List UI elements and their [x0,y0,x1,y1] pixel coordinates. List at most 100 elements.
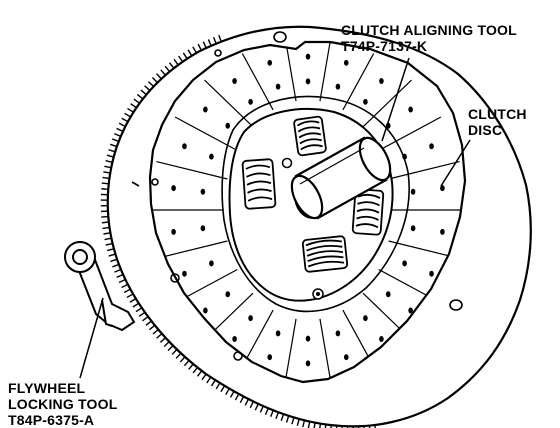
rivet-dot [209,260,214,267]
aligning-tool-front-end [290,174,324,220]
gear-tooth [159,337,166,343]
gear-tooth [270,410,274,418]
gear-tooth [160,69,166,76]
gear-tooth [138,311,146,317]
gear-tooth [129,298,137,303]
flywheel-bolt-hole [233,351,243,361]
dowel-pin [273,31,287,43]
clutch-disc-inner-edge [221,95,410,313]
gear-tooth [234,393,240,401]
gear-tooth [103,171,111,174]
rivet-dot [171,228,176,235]
rivet-dot [267,59,273,66]
gear-tooth [210,379,216,387]
clutch-disc-label-line2: DISC [468,122,503,138]
gear-tooth [121,117,129,123]
gear-tooth [201,373,207,381]
gear-tooth [259,405,264,413]
flywheel-bolt-hole [151,178,159,186]
gear-tooth [192,367,198,374]
rivet-dot [343,354,349,361]
gear-tooth [196,370,203,377]
rivet-dot [429,143,434,150]
rivet-dot [203,307,208,314]
rivet-dot [275,83,281,90]
leader-line-flywheel-tool [79,297,104,379]
gear-tooth [249,401,254,409]
rivet-dot [343,59,349,66]
gear-tooth [104,237,112,241]
flywheel-tool-label-line1: FLYWHEEL [8,380,86,396]
rivet-dot [305,360,311,367]
aligning-tool-shading [299,147,365,185]
gear-tooth [168,62,175,69]
rivet-dot [410,225,416,232]
gear-tooth [171,348,178,355]
locking-tool-ring-hole [72,249,88,265]
flywheel-bolt-hole [214,49,222,57]
clutch-disc-label-line1: CLUTCH [468,106,527,122]
gear-tooth [114,268,122,273]
rivet-dot [305,78,311,85]
rivet-dot [232,77,237,84]
aligning-tool-part-number: T74P-7137-K [341,38,428,54]
gear-tooth [145,320,152,326]
lining-segment-divider [156,240,228,260]
gear-tooth [111,138,119,143]
rivet-dot [171,185,176,192]
locking-tool-tab [101,299,113,327]
flywheel-timing-mark [131,181,140,187]
flywheel-tool-part-number: T84P-6375-A [8,412,95,428]
gear-tooth [101,182,109,185]
rivet-dot [182,270,187,277]
damper-spring [301,235,349,273]
damper-spring [293,115,327,157]
gear-tooth [102,176,110,180]
lining-segment-divider [388,240,460,260]
gear-tooth [313,422,316,428]
flywheel-locking-tool-label: FLYWHEEL LOCKING TOOL T84P-6375-A [8,380,117,428]
rivet-dot [335,83,341,90]
clutch-disc-label: CLUTCH DISC [468,106,527,138]
hub-pin-hole [281,157,293,169]
gear-tooth [285,415,290,423]
friction-lining-segments [150,42,465,381]
flywheel-locking-tool [64,241,136,332]
rivet-dot [248,315,253,322]
gear-tooth [114,132,122,138]
gear-tooth [163,341,170,348]
lining-segment-divider [204,79,254,128]
gear-tooth [101,221,109,224]
gear-tooth [374,424,376,428]
gear-tooth [368,425,371,428]
gear-tooth [302,420,306,428]
rivet-dot [440,185,445,192]
gear-tooth [197,43,202,51]
gear-tooth [173,58,179,66]
lining-segment-divider [378,116,442,152]
lining-segment-divider [156,160,228,180]
gear-tooth [175,352,182,359]
gear-tooth [116,273,124,278]
gear-tooth [206,376,212,384]
aligning-tool-label-line1: CLUTCH ALIGNING TOOL [341,22,517,38]
gear-tooth [182,52,188,60]
gear-tooth [179,356,186,363]
lining-segment-divider [362,79,412,128]
gear-tooth [225,388,230,395]
gear-tooth [254,403,259,411]
gear-tooth [156,73,162,80]
gear-tooth [178,55,184,63]
gear-tooth [183,360,190,367]
gear-tooth [319,423,322,428]
rivet-dot [402,260,407,267]
lining-segment-divider [284,42,297,102]
gear-tooth [207,39,212,47]
gear-tooth [104,165,112,169]
gear-tooth [167,345,174,352]
gear-tooth [142,316,149,322]
gear-tooth [135,307,143,313]
rivet-dot [335,330,341,337]
gear-tooth [103,232,111,235]
gear-tooth [148,324,156,331]
